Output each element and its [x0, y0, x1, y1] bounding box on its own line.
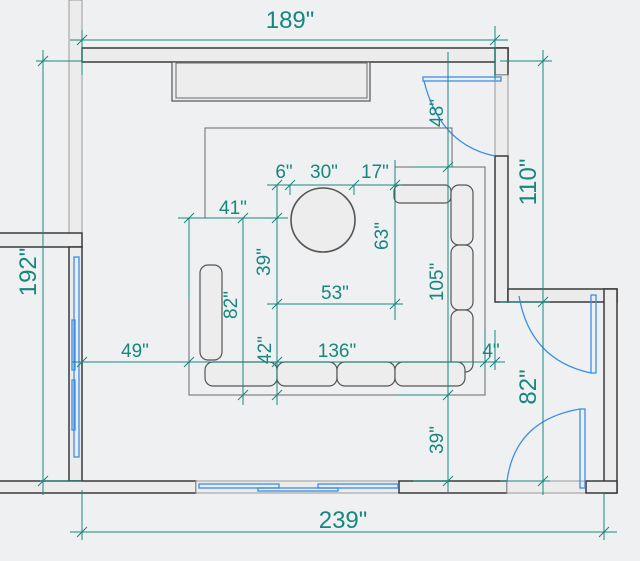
dimension-tick — [37, 55, 49, 67]
dim-table-width: 30" — [310, 162, 338, 183]
bottom-window-pane — [198, 483, 280, 489]
dimension-tick — [442, 161, 454, 173]
bottom-door-swing — [506, 408, 581, 482]
dim-table-to-sofa: 63" — [372, 222, 393, 250]
dimension-lines — [36, 26, 617, 540]
dimension-tick — [76, 34, 88, 46]
top-door-leaf — [422, 76, 502, 82]
dimension-tick — [348, 179, 360, 191]
dimension-tick — [271, 389, 283, 401]
bottom-window-pane — [317, 483, 399, 489]
dimension-tick — [389, 298, 401, 310]
dim-right-upper-height: 110" — [515, 159, 542, 206]
rug — [204, 127, 453, 218]
media-console-inner — [175, 62, 368, 99]
dim-sectional-depth: 105" — [427, 263, 448, 301]
sofa-seat-2 — [276, 361, 338, 387]
dimension-tick — [442, 475, 454, 487]
right-door-swing — [518, 295, 592, 374]
right-mid-wall — [494, 155, 509, 303]
sofa-arm-right-top — [450, 184, 474, 246]
dimension-tick — [183, 356, 195, 368]
door-opening-threshold — [506, 480, 587, 494]
dimension-tick — [537, 55, 549, 67]
bottom-door-leaf — [579, 408, 586, 489]
right-upper-wall-segment — [494, 74, 509, 157]
dimension-tick — [76, 526, 88, 538]
dimension-tick — [389, 179, 401, 191]
dim-top-width: 189" — [266, 7, 315, 34]
top-wall — [81, 47, 509, 63]
dim-sofa-length: 136" — [318, 341, 356, 362]
sofa-back-cushion — [393, 184, 452, 204]
dim-sofa-left-82: 82" — [221, 291, 242, 319]
dimension-tick — [271, 212, 283, 224]
furniture — [171, 61, 486, 396]
dim-gap-17: 17" — [361, 162, 389, 183]
dimension-tick — [183, 212, 195, 224]
dimension-tick — [237, 212, 249, 224]
dim-left-height: 192" — [15, 248, 42, 297]
top-door-swing — [423, 80, 496, 157]
dim-chaise-width: 41" — [219, 198, 247, 219]
right-lower-wall — [603, 288, 618, 494]
left-window-pane — [71, 379, 76, 431]
left-window — [73, 256, 80, 458]
round-coffee-table — [290, 187, 356, 253]
notch-wall — [507, 288, 618, 303]
openings — [71, 76, 597, 492]
dimension-tick — [537, 475, 549, 487]
dimension-tick — [76, 356, 88, 368]
dim-chaise-39: 39" — [254, 248, 275, 276]
sofa-seat-1 — [204, 361, 278, 387]
left-stub-wall — [0, 232, 83, 248]
bottom-wall-corner — [585, 480, 618, 494]
dimension-tick — [237, 389, 249, 401]
dimension-tick — [37, 475, 49, 487]
dim-inner-53: 53" — [321, 283, 349, 304]
dimension-tick — [598, 526, 610, 538]
dim-sofa-42: 42" — [255, 336, 276, 364]
dimension-tick — [284, 179, 296, 191]
media-console — [171, 61, 371, 102]
dim-door-to-rug: 48" — [427, 99, 448, 127]
dim-sofa-to-wall: 4" — [482, 341, 499, 362]
dimension-labels: 189" 239" 192" 110" 82" 48" 39" 105" 63"… — [15, 7, 542, 534]
dim-gap-6: 6" — [275, 162, 292, 183]
dimension-tick — [442, 389, 454, 401]
dim-bottom-width: 239" — [319, 507, 368, 534]
bottom-wall-left — [0, 480, 197, 494]
dimension-tick — [489, 34, 501, 46]
dimension-tick — [271, 356, 283, 368]
dimension-tick — [271, 298, 283, 310]
sofa-arm-right-mid — [450, 244, 474, 311]
dimension-tick — [537, 296, 549, 308]
sofa-seat-4 — [394, 361, 466, 387]
dim-rug-to-wall: 39" — [427, 426, 448, 454]
chaise-arm — [199, 264, 223, 361]
dimension-tick — [271, 179, 283, 191]
dimension-tick — [489, 356, 501, 368]
dim-wall-to-sofa: 49" — [121, 341, 149, 362]
bottom-wall-right — [398, 480, 508, 494]
sofa-seat-3 — [336, 361, 396, 387]
left-wall-upper — [68, 0, 83, 234]
dimension-tick — [479, 356, 491, 368]
right-door-leaf — [590, 294, 597, 374]
dim-right-lower-height: 82" — [515, 369, 542, 404]
bottom-window-pane — [257, 487, 339, 492]
left-window-pane — [71, 319, 76, 371]
